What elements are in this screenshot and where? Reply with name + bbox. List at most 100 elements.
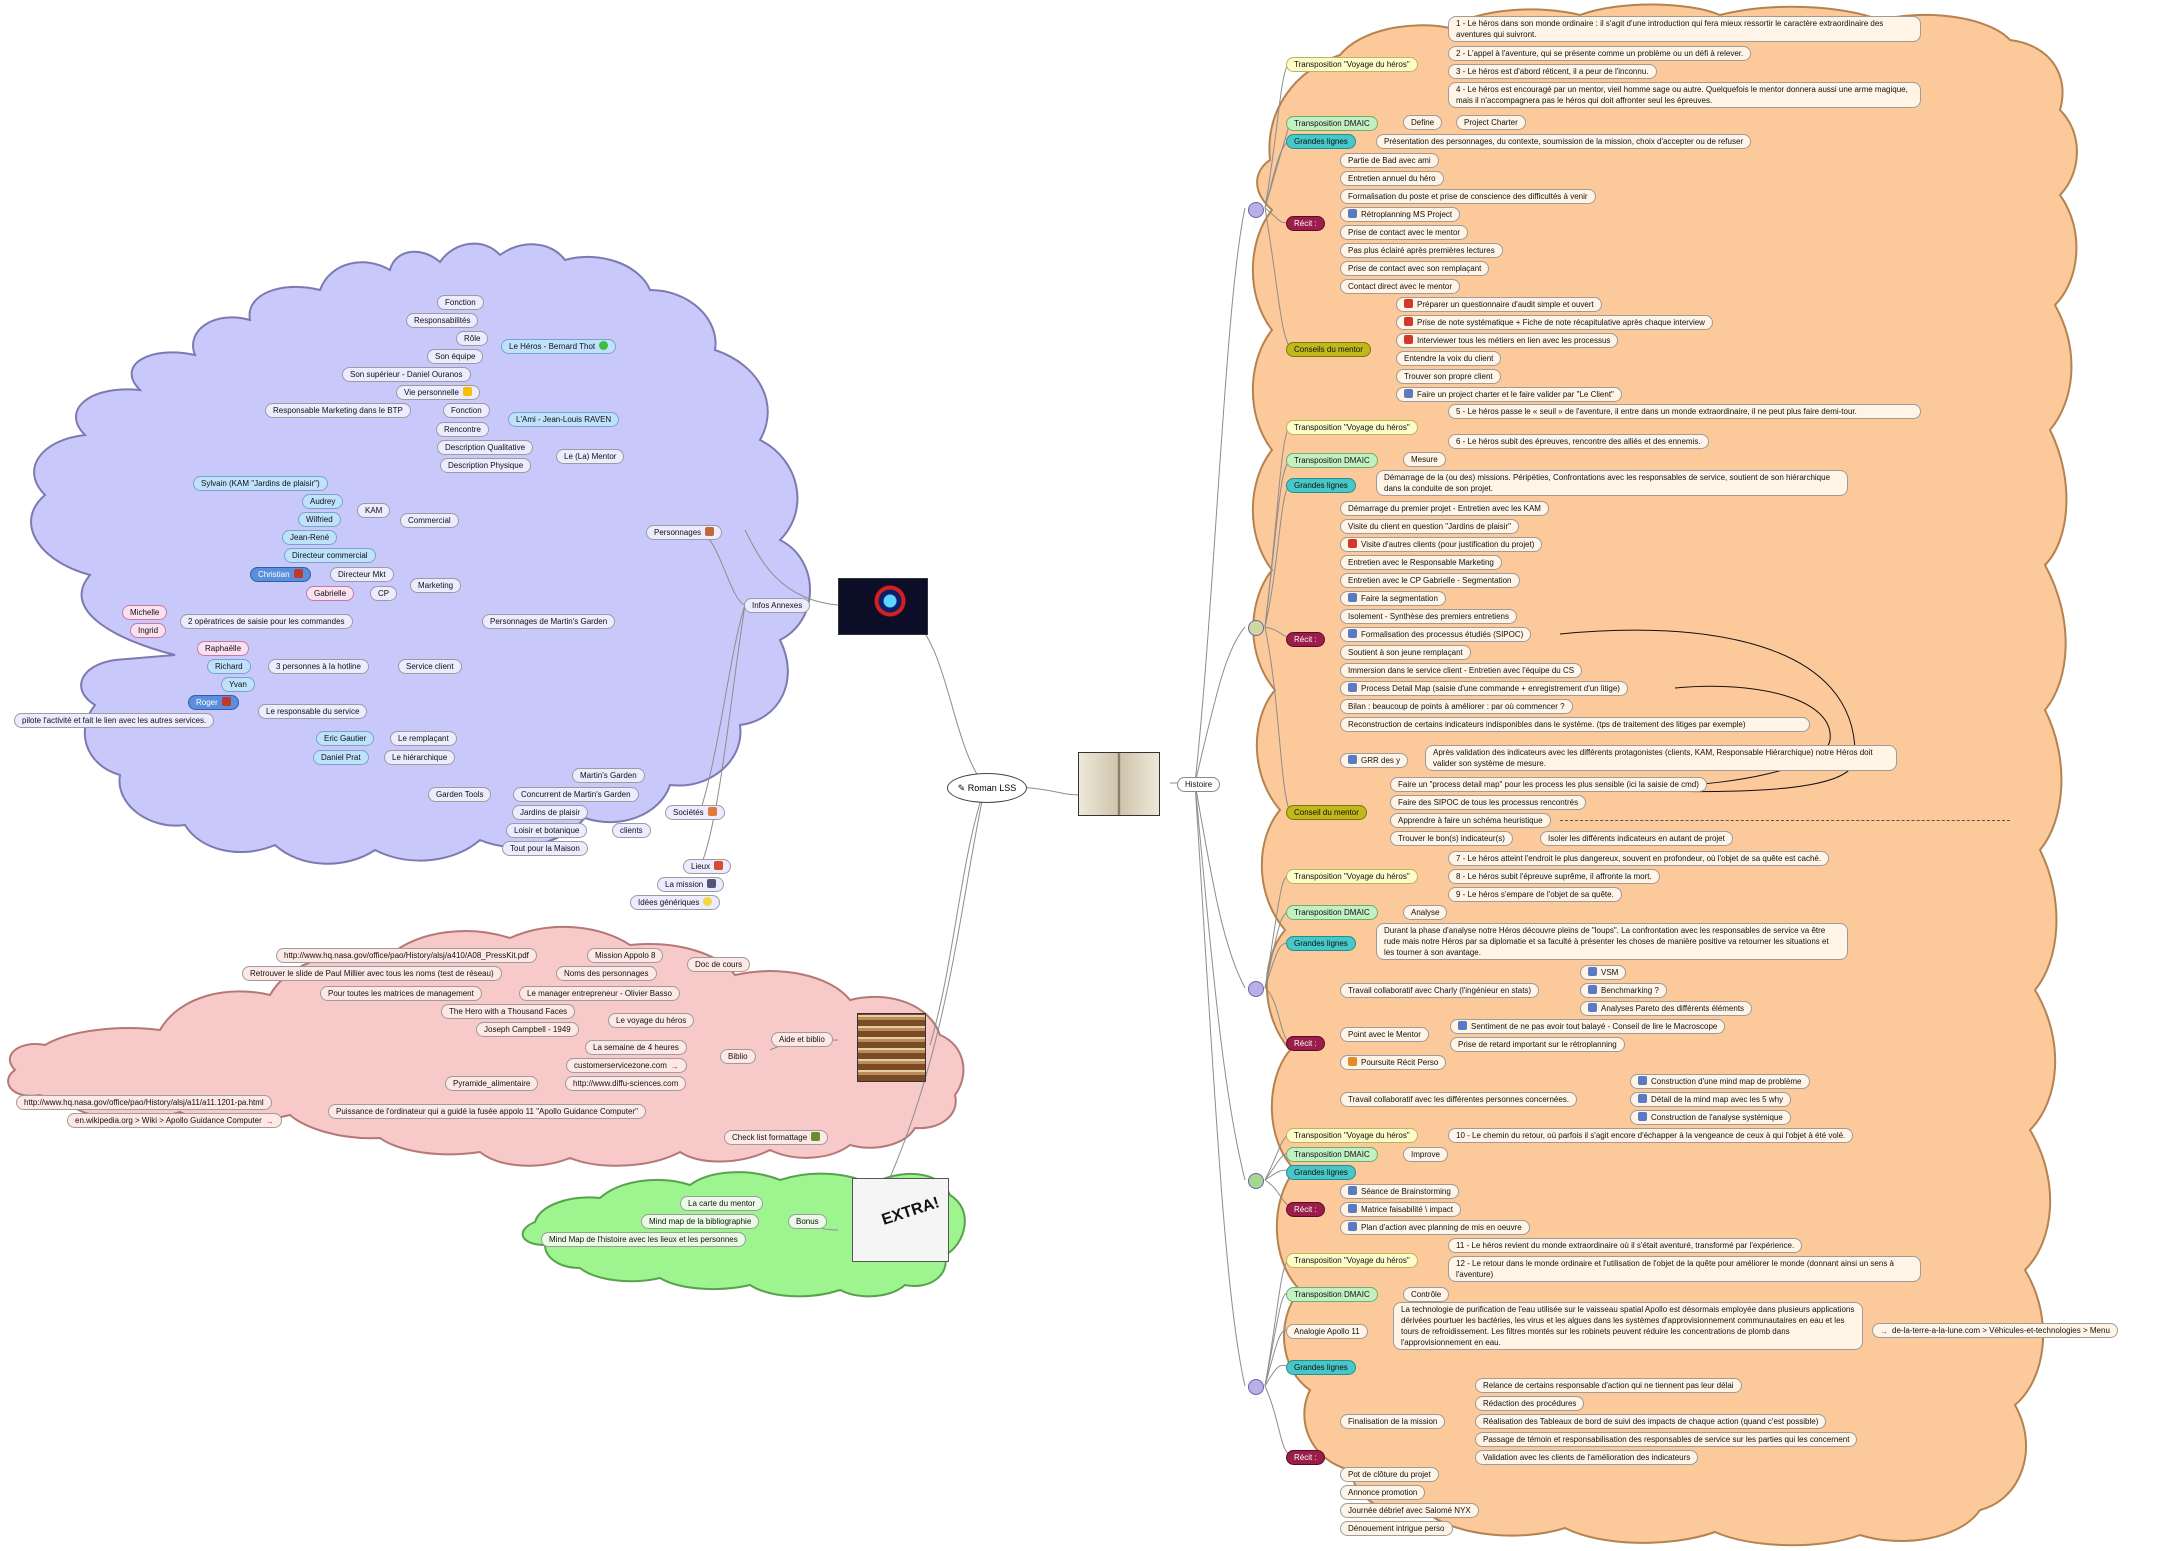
mission-apollo-node[interactable]: Mission Appolo 8: [587, 948, 664, 963]
checklist-node[interactable]: Check list formattage: [724, 1130, 829, 1145]
s1-h1[interactable]: 1 - Le héros dans son monde ordinaire : …: [1448, 16, 1921, 42]
s1-dmaic[interactable]: Transposition DMAIC: [1286, 116, 1378, 131]
s1-r8[interactable]: Contact direct avec le mentor: [1340, 279, 1461, 294]
mm-histoire-node[interactable]: Mind Map de l'histoire avec les lieux et…: [541, 1232, 746, 1247]
ami-rencontre[interactable]: Rencontre: [436, 422, 489, 437]
concurrent-node[interactable]: Concurrent de Martin's Garden: [513, 787, 639, 802]
s1-c2[interactable]: Prise de note systématique + Fiche de no…: [1396, 315, 1713, 330]
s5-f4[interactable]: Passage de témoin et responsabilisation …: [1475, 1432, 1858, 1447]
s4-voyage-heros[interactable]: Transposition "Voyage du héros": [1286, 1128, 1418, 1143]
raphaelle-node[interactable]: Raphaëlle: [197, 641, 250, 656]
s5-r4[interactable]: Journée débrief avec Salomé NYX: [1340, 1503, 1479, 1518]
s5-r5[interactable]: Dénouement intrigue perso: [1340, 1521, 1453, 1536]
commercial-node[interactable]: Commercial: [400, 513, 459, 528]
s1-c6[interactable]: Faire un project charter et le faire val…: [1396, 387, 1622, 402]
s2-recit[interactable]: Récit :: [1286, 632, 1325, 647]
s4-grandes-lignes[interactable]: Grandes lignes: [1286, 1165, 1356, 1180]
sylvain-node[interactable]: Sylvain (KAM "Jardins de plaisir"): [193, 476, 328, 491]
s5-h12[interactable]: 12 - Le retour dans le monde ordinaire e…: [1448, 1256, 1921, 1282]
s2-c3[interactable]: Apprendre à faire un schéma heuristique: [1390, 813, 1551, 828]
jardins-plaisir-node[interactable]: Jardins de plaisir: [512, 805, 589, 820]
s1-r2[interactable]: Entretien annuel du héro: [1340, 171, 1444, 186]
s4-r3[interactable]: Plan d'action avec planning de mis en oe…: [1340, 1220, 1530, 1235]
kam-node[interactable]: KAM: [357, 503, 391, 518]
s3-r2b[interactable]: Prise de retard important sur le rétropl…: [1450, 1037, 1625, 1052]
s3-dmaic[interactable]: Transposition DMAIC: [1286, 905, 1378, 920]
carte-mentor-node[interactable]: La carte du mentor: [680, 1196, 764, 1211]
s2-conseil[interactable]: Conseil du mentor: [1286, 805, 1367, 820]
s3-r2a[interactable]: Sentiment de ne pas avoir tout balayé - …: [1450, 1019, 1726, 1034]
s2-r13[interactable]: Reconstruction de certains indicateurs i…: [1340, 717, 1810, 732]
thousand-faces-node[interactable]: The Hero with a Thousand Faces: [441, 1004, 576, 1019]
s2-dmaic[interactable]: Transposition DMAIC: [1286, 453, 1378, 468]
s1-r7[interactable]: Prise de contact avec son remplaçant: [1340, 261, 1490, 276]
trois-hotline-node[interactable]: 3 personnes à la hotline: [268, 659, 369, 674]
aide-biblio-node[interactable]: Aide et biblio: [771, 1032, 833, 1047]
s1-h3[interactable]: 3 - Le héros est d'abord réticent, il a …: [1448, 64, 1657, 79]
s3-h9[interactable]: 9 - Le héros s'empare de l'objet de sa q…: [1448, 887, 1622, 902]
lieux-node[interactable]: Lieux: [683, 859, 732, 874]
s1-r4[interactable]: Rétroplanning MS Project: [1340, 207, 1461, 222]
s1-define[interactable]: Define: [1403, 115, 1443, 130]
s1-r5[interactable]: Prise de contact avec le mentor: [1340, 225, 1469, 240]
s1-r3[interactable]: Formalisation du poste et prise de consc…: [1340, 189, 1596, 204]
directeur-mkt-node[interactable]: Directeur Mkt: [330, 567, 394, 582]
s2-r9[interactable]: Soutient à son jeune remplaçant: [1340, 645, 1471, 660]
s1-conseils[interactable]: Conseils du mentor: [1286, 342, 1371, 357]
s5-f2[interactable]: Rédaction des procédures: [1475, 1396, 1585, 1411]
s2-c1[interactable]: Faire un "process detail map" pour les p…: [1390, 777, 1707, 792]
heros-son-equipe[interactable]: Son équipe: [427, 349, 484, 364]
s3-r4[interactable]: Travail collaboratif avec les différente…: [1340, 1092, 1578, 1107]
s5-apollo-link[interactable]: →de-la-terre-a-la-lune.com > Véhicules-e…: [1872, 1323, 2118, 1338]
s5-h11[interactable]: 11 - Le héros revient du monde extraordi…: [1448, 1238, 1803, 1253]
s3-r2[interactable]: Point avec le Mentor: [1340, 1027, 1429, 1042]
s2-r14[interactable]: GRR des y: [1340, 753, 1409, 768]
clients-node[interactable]: clients: [612, 823, 651, 838]
s4-h10[interactable]: 10 - Le chemin du retour, où parfois il …: [1448, 1128, 1854, 1143]
martins-garden-node[interactable]: Martin's Garden: [572, 768, 645, 783]
s3-h7[interactable]: 7 - Le héros atteint l'endroit le plus d…: [1448, 851, 1830, 866]
noms-perso-node[interactable]: Noms des personnages: [556, 966, 657, 981]
url-a11-link[interactable]: http://www.hq.nasa.gov/office/pao/Histor…: [16, 1095, 272, 1110]
s5-analogie[interactable]: Analogie Apollo 11: [1286, 1324, 1368, 1339]
s5-grandes-lignes[interactable]: Grandes lignes: [1286, 1360, 1356, 1375]
s1-grandes-lignes[interactable]: Grandes lignes: [1286, 134, 1356, 149]
ami-node[interactable]: L'Ami - Jean-Louis RAVEN: [508, 412, 620, 427]
paul-millier-node[interactable]: Retrouver le slide de Paul Millier avec …: [242, 966, 502, 981]
biblio-node[interactable]: Biblio: [720, 1049, 756, 1064]
s1-c1[interactable]: Préparer un questionnaire d'audit simple…: [1396, 297, 1602, 312]
michelle-node[interactable]: Michelle: [122, 605, 168, 620]
heros-superieur[interactable]: Son supérieur - Daniel Ouranos: [342, 367, 471, 382]
s5-fin[interactable]: Finalisation de la mission: [1340, 1414, 1446, 1429]
s2-r8[interactable]: Formalisation des processus étudiés (SIP…: [1340, 627, 1532, 642]
s2-r2[interactable]: Visite du client en question "Jardins de…: [1340, 519, 1519, 534]
s4-recit[interactable]: Récit :: [1286, 1202, 1325, 1217]
s2-r7[interactable]: Isolement - Synthèse des premiers entret…: [1340, 609, 1517, 624]
s1-gl-text[interactable]: Présentation des personnages, du context…: [1376, 134, 1752, 149]
s3-r4b[interactable]: Détail de la mind map avec les 5 why: [1630, 1092, 1792, 1107]
ami-fonction[interactable]: Fonction: [443, 403, 490, 418]
s5-f3[interactable]: Réalisation des Tableaux de bord de suiv…: [1475, 1414, 1827, 1429]
s2-r5[interactable]: Entretien avec le CP Gabrielle - Segment…: [1340, 573, 1520, 588]
s1-charter[interactable]: Project Charter: [1456, 115, 1526, 130]
heros-vie-perso[interactable]: Vie personnelle: [396, 385, 481, 400]
s4-dmaic[interactable]: Transposition DMAIC: [1286, 1147, 1378, 1162]
s5-f5[interactable]: Validation avec les clients de l'amélior…: [1475, 1450, 1699, 1465]
jean-rene-node[interactable]: Jean-René: [282, 530, 338, 545]
s2-r14b[interactable]: Après validation des indicateurs avec le…: [1425, 745, 1897, 771]
s2-r1[interactable]: Démarrage du premier projet - Entretien …: [1340, 501, 1549, 516]
s2-r4[interactable]: Entretien avec le Responsable Marketing: [1340, 555, 1502, 570]
christian-node[interactable]: Christian: [250, 567, 311, 582]
s3-r4c[interactable]: Construction de l'analyse systémique: [1630, 1110, 1791, 1125]
diffu-link[interactable]: http://www.diffu-sciences.com: [565, 1076, 687, 1091]
s2-gl-text[interactable]: Démarrage de la (ou des) missions. Périp…: [1376, 470, 1848, 496]
mentor-desc-phys[interactable]: Description Physique: [440, 458, 532, 473]
wiki-link[interactable]: en.wikipedia.org > Wiki > Apollo Guidanc…: [67, 1113, 282, 1128]
puissance-node[interactable]: Puissance de l'ordinateur qui a guidé la…: [328, 1104, 646, 1119]
tout-maison-node[interactable]: Tout pour la Maison: [502, 841, 588, 856]
s3-voyage-heros[interactable]: Transposition "Voyage du héros": [1286, 869, 1418, 884]
ami-resp-marketing[interactable]: Responsable Marketing dans le BTP: [265, 403, 411, 418]
s1-r1[interactable]: Partie de Bad avec ami: [1340, 153, 1439, 168]
richard-node[interactable]: Richard: [207, 659, 251, 674]
loisir-node[interactable]: Loisir et botanique: [506, 823, 588, 838]
